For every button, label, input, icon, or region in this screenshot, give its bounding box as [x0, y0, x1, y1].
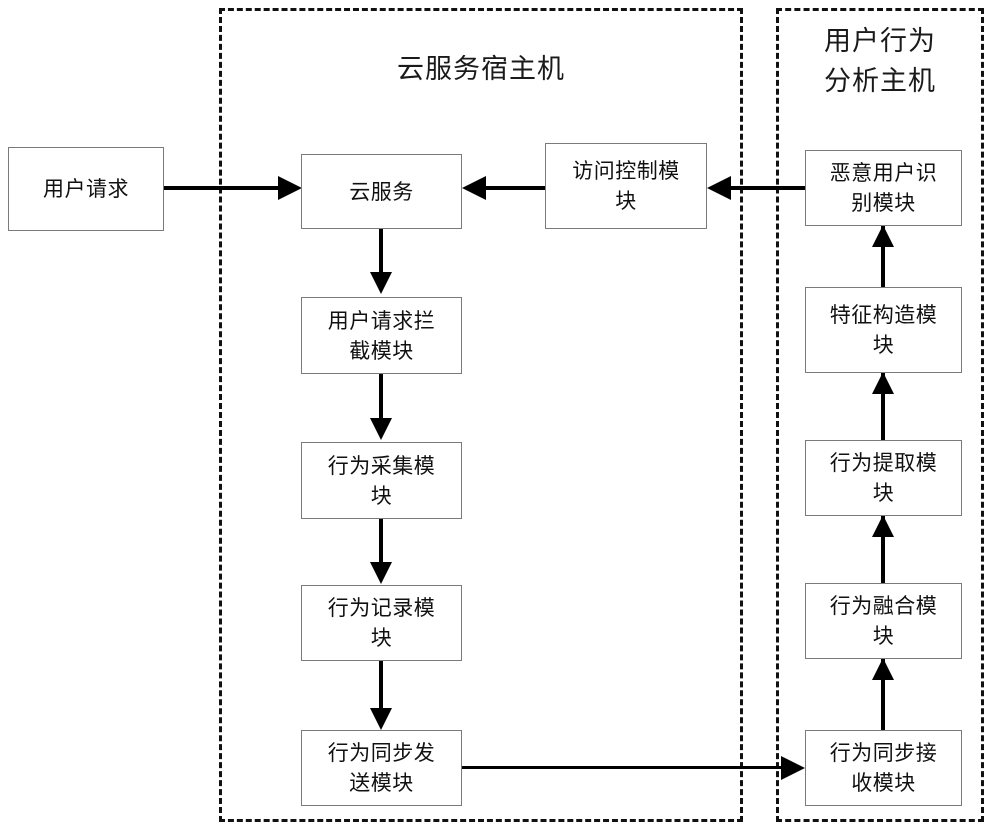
arrowhead-up-e10 — [872, 515, 894, 537]
edge-behavior-extract-to-feature-construct — [881, 372, 885, 440]
arrowhead-down-e6 — [370, 562, 392, 584]
arrowhead-down-e5 — [370, 418, 392, 440]
node-behavior-fusion-label: 行为融合模 块 — [829, 594, 938, 648]
edge-malicious-identify-to-access-control — [731, 186, 806, 190]
node-behavior-sync-send[interactable]: 行为同步发 送模块 — [301, 730, 462, 806]
node-access-control[interactable]: 访问控制模 块 — [545, 143, 707, 229]
edge-access-control-to-cloud-service — [486, 186, 545, 190]
edge-behavior-record-to-sync-send — [379, 660, 383, 712]
node-behavior-record-label: 行为记录模 块 — [327, 596, 436, 650]
panel-cloud-host — [219, 8, 743, 822]
node-behavior-collect-label: 行为采集模 块 — [327, 453, 436, 508]
arrowhead-down-e7 — [370, 708, 392, 730]
edge-cloud-service-to-request-intercept — [379, 228, 383, 276]
node-cloud-service-label: 云服务 — [349, 179, 414, 204]
node-behavior-sync-send-label: 行为同步发 送模块 — [327, 741, 436, 795]
edge-request-intercept-to-behavior-collect — [379, 373, 383, 421]
arrowhead-left-e3 — [707, 176, 731, 200]
arrowhead-up-e12 — [872, 225, 894, 247]
node-feature-construct-label: 特征构造模 块 — [829, 303, 938, 357]
edge-behavior-collect-to-behavior-record — [379, 518, 383, 566]
panel-analysis-host — [776, 8, 984, 822]
node-access-control-label: 访问控制模 块 — [572, 159, 680, 213]
arrowhead-up-e9 — [872, 658, 894, 680]
arrowhead-left-e2 — [462, 176, 486, 200]
edge-sync-receive-to-behavior-fusion — [881, 658, 885, 730]
node-behavior-sync-receive-label: 行为同步接 收模块 — [829, 741, 938, 795]
edge-behavior-fusion-to-behavior-extract — [881, 515, 885, 583]
arrowhead-up-e11 — [872, 372, 894, 394]
node-behavior-record[interactable]: 行为记录模 块 — [301, 585, 462, 661]
node-behavior-sync-receive[interactable]: 行为同步接 收模块 — [805, 730, 962, 806]
node-request-intercept-label: 用户请求拦 截模块 — [327, 308, 436, 363]
node-behavior-extract-label: 行为提取模 块 — [829, 451, 938, 505]
arrowhead-right-e8 — [781, 756, 805, 780]
node-request-intercept[interactable]: 用户请求拦 截模块 — [301, 297, 462, 374]
node-user-request-label: 用户请求 — [43, 177, 129, 201]
node-behavior-fusion[interactable]: 行为融合模 块 — [805, 583, 962, 659]
node-malicious-user-identify-label: 恶意用户识 别模块 — [829, 161, 938, 215]
node-user-request[interactable]: 用户请求 — [8, 147, 164, 231]
edge-user-request-to-cloud-service — [164, 186, 282, 190]
edge-feature-construct-to-malicious-identify — [881, 225, 885, 287]
node-feature-construct[interactable]: 特征构造模 块 — [805, 287, 962, 373]
panel-cloud-host-title: 云服务宿主机 — [397, 54, 565, 85]
edge-sync-send-to-sync-receive — [462, 766, 783, 769]
arrowhead-down-e4 — [370, 272, 392, 294]
node-behavior-extract[interactable]: 行为提取模 块 — [805, 440, 962, 516]
node-malicious-user-identify[interactable]: 恶意用户识 别模块 — [805, 150, 962, 226]
node-cloud-service[interactable]: 云服务 — [301, 154, 462, 229]
panel-analysis-host-title: 用户行为 分析主机 — [824, 26, 936, 97]
arrowhead-right-e1 — [278, 176, 302, 200]
node-behavior-collect[interactable]: 行为采集模 块 — [301, 442, 462, 519]
